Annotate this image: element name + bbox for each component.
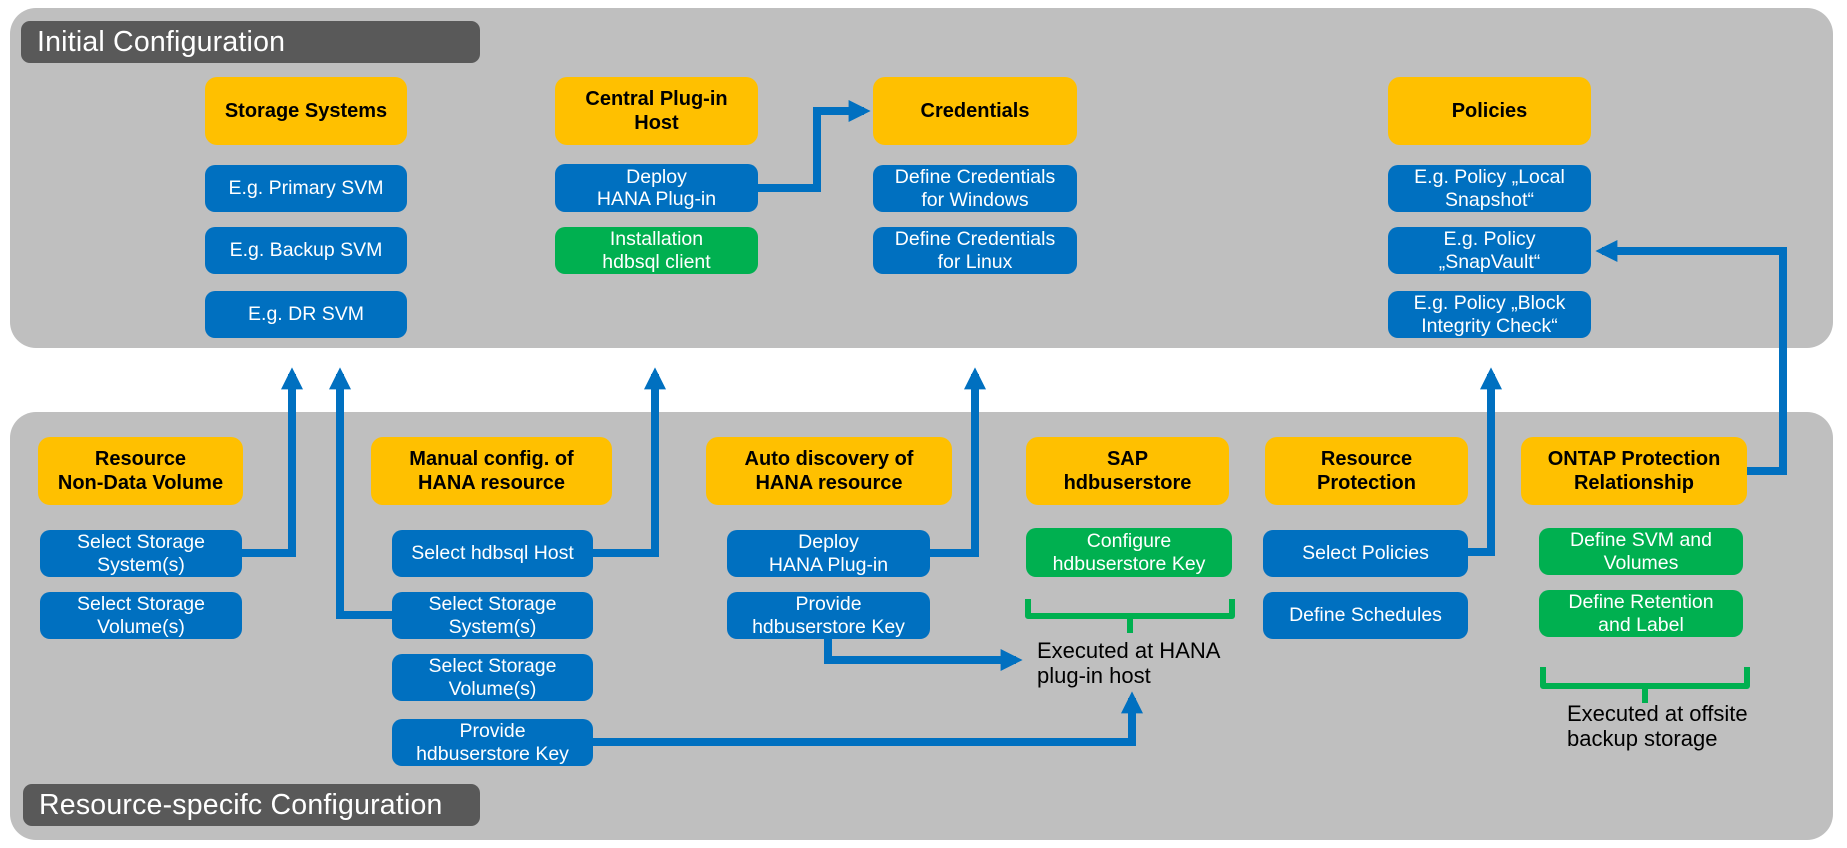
executed-at-hana-plugin-host-note: Executed at HANA plug-in host xyxy=(1037,638,1221,688)
policies-header: Policies xyxy=(1388,77,1591,145)
define-schedules-box: Define Schedules xyxy=(1263,592,1468,639)
ndv-select-storage-system-box: Select Storage System(s) xyxy=(40,530,242,577)
central-plugin-host-header: Central Plug-in Host xyxy=(555,77,758,145)
policy-snapvault-box: E.g. Policy „SnapVault“ xyxy=(1388,227,1591,274)
define-retention-label-box: Define Retention and Label xyxy=(1539,590,1743,637)
installation-hdbsql-client-box: Installation hdbsql client xyxy=(555,227,758,274)
ndv-select-storage-volume-box: Select Storage Volume(s) xyxy=(40,592,242,639)
select-hdbsql-host-box: Select hdbsql Host xyxy=(392,530,593,577)
mc-provide-hdbuserstore-key-box: Provide hdbuserstore Key xyxy=(392,719,593,766)
auto-discovery-header: Auto discovery of HANA resource xyxy=(706,437,952,505)
policy-local-snapshot-box: E.g. Policy „Local Snapshot“ xyxy=(1388,165,1591,212)
sap-hdbuserstore-header: SAP hdbuserstore xyxy=(1026,437,1229,505)
resource-specific-configuration-label: Resource-specifc Configuration xyxy=(23,784,480,826)
dr-svm-box: E.g. DR SVM xyxy=(205,291,407,338)
ad-provide-hdbuserstore-key-box: Provide hdbuserstore Key xyxy=(727,592,930,639)
resource-non-data-volume-header: Resource Non-Data Volume xyxy=(38,437,243,505)
ad-deploy-hana-plugin-box: Deploy HANA Plug-in xyxy=(727,530,930,577)
initial-configuration-label: Initial Configuration xyxy=(21,21,480,63)
executed-at-offsite-backup-note: Executed at offsite backup storage xyxy=(1567,701,1748,751)
policy-block-integrity-box: E.g. Policy „Block Integrity Check“ xyxy=(1388,291,1591,338)
select-policies-box: Select Policies xyxy=(1263,530,1468,577)
define-svm-volumes-box: Define SVM and Volumes xyxy=(1539,528,1743,575)
configure-hdbuserstore-key-box: Configure hdbuserstore Key xyxy=(1026,528,1232,577)
credentials-linux-box: Define Credentials for Linux xyxy=(873,227,1077,274)
storage-systems-header: Storage Systems xyxy=(205,77,407,145)
backup-svm-box: E.g. Backup SVM xyxy=(205,227,407,274)
mc-select-storage-volume-box: Select Storage Volume(s) xyxy=(392,654,593,701)
manual-config-header: Manual config. of HANA resource xyxy=(371,437,612,505)
credentials-windows-box: Define Credentials for Windows xyxy=(873,165,1077,212)
primary-svm-box: E.g. Primary SVM xyxy=(205,165,407,212)
credentials-header: Credentials xyxy=(873,77,1077,145)
mc-select-storage-system-box: Select Storage System(s) xyxy=(392,592,593,639)
deploy-hana-plugin-box: Deploy HANA Plug-in xyxy=(555,164,758,212)
resource-protection-header: Resource Protection xyxy=(1265,437,1468,505)
ontap-protection-header: ONTAP Protection Relationship xyxy=(1521,437,1747,505)
